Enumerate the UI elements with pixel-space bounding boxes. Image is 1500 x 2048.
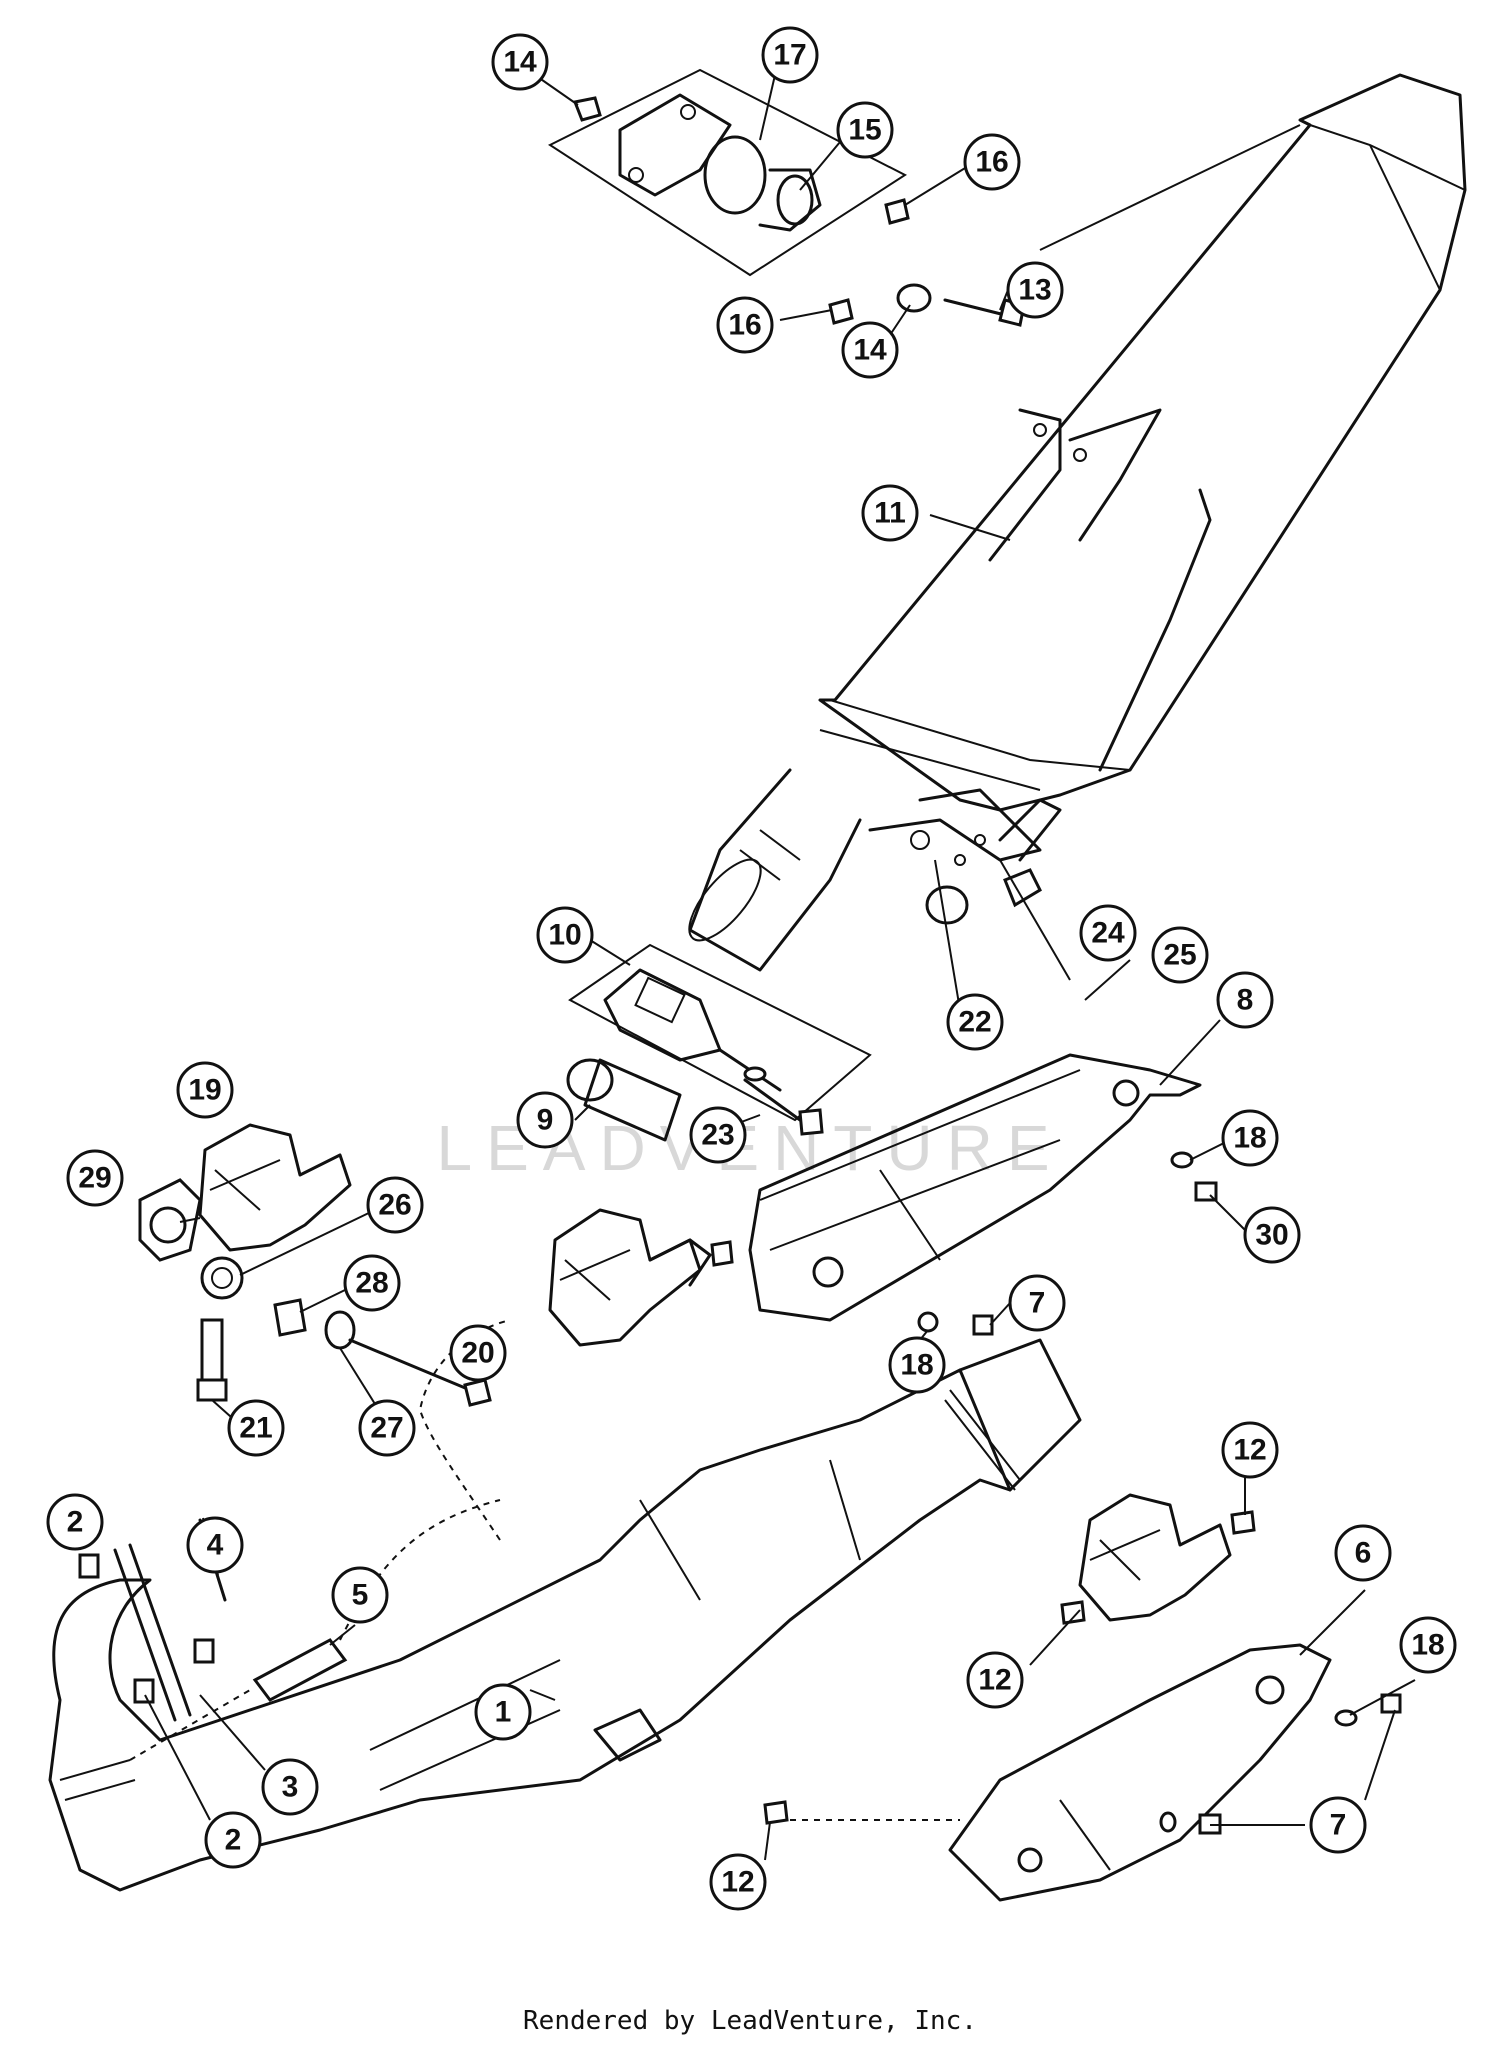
sensor-and-gaskets	[78, 1499, 501, 1761]
svg-text:11: 11	[874, 497, 906, 530]
svg-text:10: 10	[548, 919, 581, 952]
svg-text:22: 22	[958, 1006, 991, 1039]
svg-text:29: 29	[78, 1162, 111, 1195]
svg-text:17: 17	[773, 39, 806, 72]
heat-shield-upper	[748, 1053, 1218, 1336]
callout-12-bottom: 12	[709, 1853, 767, 1911]
callout-29: 29	[66, 1149, 124, 1207]
header-pipe	[48, 1319, 1082, 1892]
svg-text:12: 12	[1233, 1434, 1266, 1467]
heat-shield-lower	[763, 1493, 1402, 1902]
callout-8: 8	[1216, 971, 1274, 1029]
callout-12-top: 12	[1221, 1421, 1279, 1479]
callout-14-top: 14	[491, 33, 549, 91]
svg-text:15: 15	[848, 114, 881, 147]
svg-text:1: 1	[495, 1696, 512, 1729]
callout-22: 22	[946, 993, 1004, 1051]
svg-text:21: 21	[239, 1412, 272, 1445]
callout-18-mid: 18	[888, 1336, 946, 1394]
svg-text:13: 13	[1018, 274, 1051, 307]
svg-text:16: 16	[975, 146, 1008, 179]
callout-7-upper: 7	[1008, 1274, 1066, 1332]
svg-text:12: 12	[978, 1664, 1011, 1697]
svg-text:30: 30	[1255, 1219, 1288, 1252]
svg-text:24: 24	[1091, 917, 1125, 950]
callout-23: 23	[689, 1106, 747, 1164]
callout-26: 26	[366, 1176, 424, 1234]
svg-text:7: 7	[1330, 1809, 1347, 1842]
callout-2-top: 2	[46, 1493, 104, 1551]
muffler	[688, 73, 1467, 972]
callout-9: 9	[516, 1091, 574, 1149]
svg-text:23: 23	[701, 1119, 734, 1152]
callout-27: 27	[358, 1399, 416, 1457]
callout-15: 15	[836, 101, 894, 159]
svg-text:28: 28	[355, 1267, 388, 1300]
callout-20: 20	[449, 1324, 507, 1382]
svg-text:18: 18	[1233, 1122, 1266, 1155]
callout-16-left: 16	[716, 296, 774, 354]
svg-text:2: 2	[225, 1824, 242, 1857]
callout-10: 10	[536, 906, 594, 964]
callout-18-lower: 18	[1399, 1616, 1457, 1674]
callout-28: 28	[343, 1254, 401, 1312]
svg-text:27: 27	[370, 1412, 403, 1445]
callout-7-lower: 7	[1309, 1796, 1367, 1854]
svg-text:14: 14	[503, 46, 537, 79]
callout-17: 17	[761, 26, 819, 84]
svg-text:8: 8	[1237, 984, 1254, 1017]
clamp-kit	[566, 943, 872, 1142]
svg-text:20: 20	[461, 1337, 494, 1370]
svg-text:19: 19	[188, 1074, 221, 1107]
svg-text:14: 14	[853, 334, 887, 367]
left-clamp	[138, 1123, 492, 1407]
svg-text:5: 5	[352, 1579, 369, 1612]
callout-11: 11	[861, 484, 919, 542]
callout-13: 13	[1006, 261, 1064, 319]
svg-text:6: 6	[1355, 1537, 1372, 1570]
callout-24: 24	[1079, 904, 1137, 962]
callout-25: 25	[1151, 926, 1209, 984]
svg-text:9: 9	[537, 1104, 554, 1137]
callout-18-upper: 18	[1221, 1109, 1279, 1167]
render-credit: Rendered by LeadVenture, Inc.	[523, 2006, 977, 2036]
svg-text:18: 18	[1411, 1629, 1444, 1662]
callout-16-right: 16	[963, 133, 1021, 191]
svg-text:4: 4	[207, 1529, 224, 1562]
svg-text:3: 3	[282, 1771, 299, 1804]
callout-5: 5	[331, 1566, 389, 1624]
callout-4: 4	[186, 1516, 244, 1574]
bracket-kit	[547, 68, 1026, 327]
callout-14-mid: 14	[841, 321, 899, 379]
svg-text:25: 25	[1163, 939, 1196, 972]
callout-1: 1	[474, 1683, 532, 1741]
callout-12-mid: 12	[966, 1651, 1024, 1709]
svg-text:18: 18	[900, 1349, 933, 1382]
middle-clamp	[548, 1208, 734, 1347]
callout-21: 21	[227, 1399, 285, 1457]
callout-19: 19	[176, 1061, 234, 1119]
svg-text:12: 12	[721, 1866, 754, 1899]
svg-text:7: 7	[1029, 1287, 1046, 1320]
callout-30: 30	[1243, 1206, 1301, 1264]
callout-3: 3	[261, 1758, 319, 1816]
callout-6: 6	[1334, 1524, 1392, 1582]
svg-text:2: 2	[67, 1506, 84, 1539]
svg-text:16: 16	[728, 309, 761, 342]
callout-2-bottom: 2	[204, 1811, 262, 1869]
svg-text:26: 26	[378, 1189, 411, 1222]
